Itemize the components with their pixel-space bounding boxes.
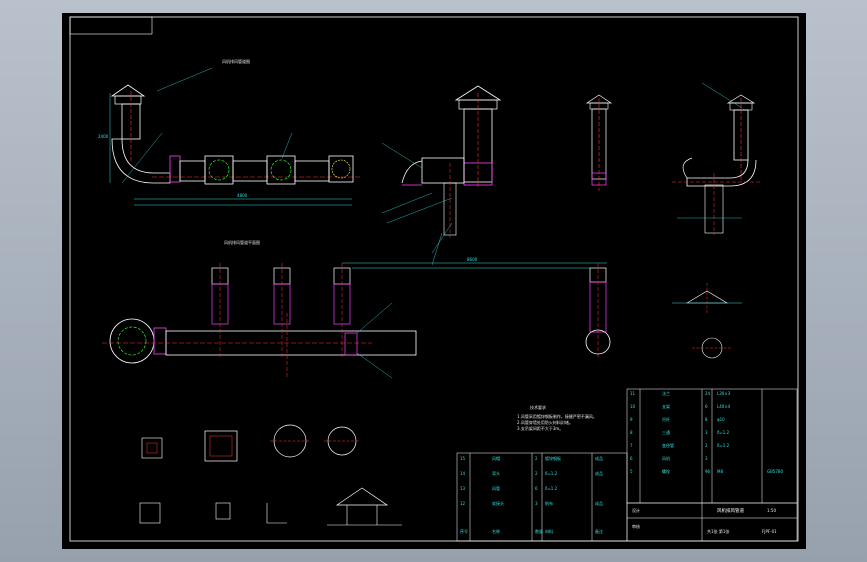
dim-top-span: 4800	[237, 193, 248, 198]
svg-text:风机: 风机	[662, 455, 670, 461]
sheet-label: 共1张 第1张	[707, 528, 729, 534]
svg-text:3: 3	[705, 430, 708, 435]
svg-text:13: 13	[460, 486, 466, 491]
svg-text:弯头: 弯头	[492, 470, 500, 476]
svg-text:9: 9	[630, 417, 633, 422]
dim-riser-height: 2400	[98, 134, 109, 139]
svg-text:96: 96	[705, 469, 711, 474]
svg-text:7: 7	[630, 443, 633, 448]
svg-text:材料: 材料	[545, 528, 553, 534]
svg-text:2: 2	[705, 443, 708, 448]
dim-long-span: 8600	[467, 257, 478, 262]
svg-text:φ10: φ10	[717, 417, 725, 422]
svg-text:3: 3	[535, 501, 538, 506]
inner-border	[69, 16, 799, 542]
svg-text:软接头: 软接头	[492, 500, 504, 506]
svg-text:8: 8	[630, 430, 633, 435]
svg-text:8: 8	[705, 417, 708, 422]
svg-text:螺栓: 螺栓	[662, 468, 670, 474]
svg-text:变径管: 变径管	[662, 442, 674, 448]
drawing-title: 风机排风管道	[717, 507, 744, 514]
svg-text:δ=1.2: δ=1.2	[717, 430, 730, 435]
text-layer: 风机排风管道图 风机排风管道平面图 技术要求 1.风管采用镀锌钢板制作，接缝严密…	[98, 58, 783, 534]
svg-text:成品: 成品	[595, 470, 603, 476]
svg-text:风管: 风管	[492, 485, 500, 491]
svg-text:镀锌钢板: 镀锌钢板	[545, 455, 561, 461]
svg-text:M8: M8	[717, 469, 723, 474]
svg-text:L40×4: L40×4	[717, 404, 731, 409]
svg-text:序号: 序号	[460, 528, 468, 534]
side-view-center	[381, 85, 502, 254]
svg-text:2: 2	[535, 456, 538, 461]
elevation-view	[109, 67, 362, 206]
svg-text:24: 24	[705, 391, 711, 396]
plan-view	[102, 263, 611, 379]
svg-text:6: 6	[630, 456, 633, 461]
parts-table-upper: 11 法兰 24 L30×3 10 支架 6 L40×4 9 吊杆 8 φ10 …	[630, 390, 783, 474]
parts-table-lower: 15 风帽 2 镀锌钢板 成品 14 弯头 2 δ=1.2 成品 13 风管 6…	[460, 455, 603, 534]
svg-text:δ=1.2: δ=1.2	[545, 486, 558, 491]
svg-text:法兰: 法兰	[662, 390, 670, 396]
drawing-number: FJPF-01	[762, 529, 777, 534]
svg-text:6: 6	[535, 486, 538, 491]
svg-text:δ=1.2: δ=1.2	[545, 471, 558, 476]
svg-text:风帽: 风帽	[492, 455, 500, 461]
svg-text:3: 3	[705, 456, 708, 461]
drawing-sheet: 风机排风管道图 风机排风管道平面图 技术要求 1.风管采用镀锌钢板制作，接缝严密…	[62, 13, 806, 549]
checker-label: 审核	[632, 523, 640, 529]
parts-table-grid	[456, 388, 798, 542]
svg-text:成品: 成品	[595, 500, 603, 506]
svg-text:12: 12	[460, 501, 466, 506]
title-block: 风机排风管道 FJPF-01 设计 审核 1:50 共1张 第1张	[632, 507, 777, 534]
svg-text:吊杆: 吊杆	[662, 416, 670, 422]
notes-heading: 技术要求	[530, 404, 546, 410]
svg-text:5: 5	[630, 469, 633, 474]
note-3: 3.支吊架间距不大于3m。	[517, 425, 563, 431]
svg-text:δ=1.2: δ=1.2	[717, 443, 730, 448]
side-view-right	[672, 82, 762, 235]
svg-text:2: 2	[535, 471, 538, 476]
svg-text:15: 15	[460, 456, 466, 461]
svg-text:名称: 名称	[492, 528, 500, 534]
plan-view-title: 风机排风管道平面图	[224, 239, 260, 245]
top-view-title: 风机排风管道图	[222, 58, 250, 64]
svg-text:数量: 数量	[535, 528, 543, 534]
svg-text:L30×3: L30×3	[717, 391, 731, 396]
svg-text:成品: 成品	[595, 455, 603, 461]
note-2: 2.风管穿墙处用防火材料封堵。	[517, 419, 573, 425]
svg-text:14: 14	[460, 471, 466, 476]
note-1: 1.风管采用镀锌钢板制作，接缝严密不漏风。	[517, 413, 597, 419]
svg-text:三通: 三通	[662, 429, 670, 435]
svg-text:11: 11	[630, 391, 636, 396]
detail-E	[672, 283, 742, 359]
designer-label: 设计	[632, 507, 640, 513]
svg-text:GB5780: GB5780	[767, 469, 783, 474]
svg-text:10: 10	[630, 404, 636, 409]
svg-text:备注: 备注	[595, 528, 603, 534]
corner-box	[69, 16, 153, 35]
side-view-narrow	[585, 94, 613, 191]
svg-text:支架: 支架	[662, 403, 670, 409]
scale-label: 1:50	[767, 508, 776, 513]
svg-text:6: 6	[705, 404, 708, 409]
detail-sections	[139, 424, 402, 526]
svg-text:帆布: 帆布	[545, 500, 553, 506]
cad-drawing	[69, 16, 799, 542]
